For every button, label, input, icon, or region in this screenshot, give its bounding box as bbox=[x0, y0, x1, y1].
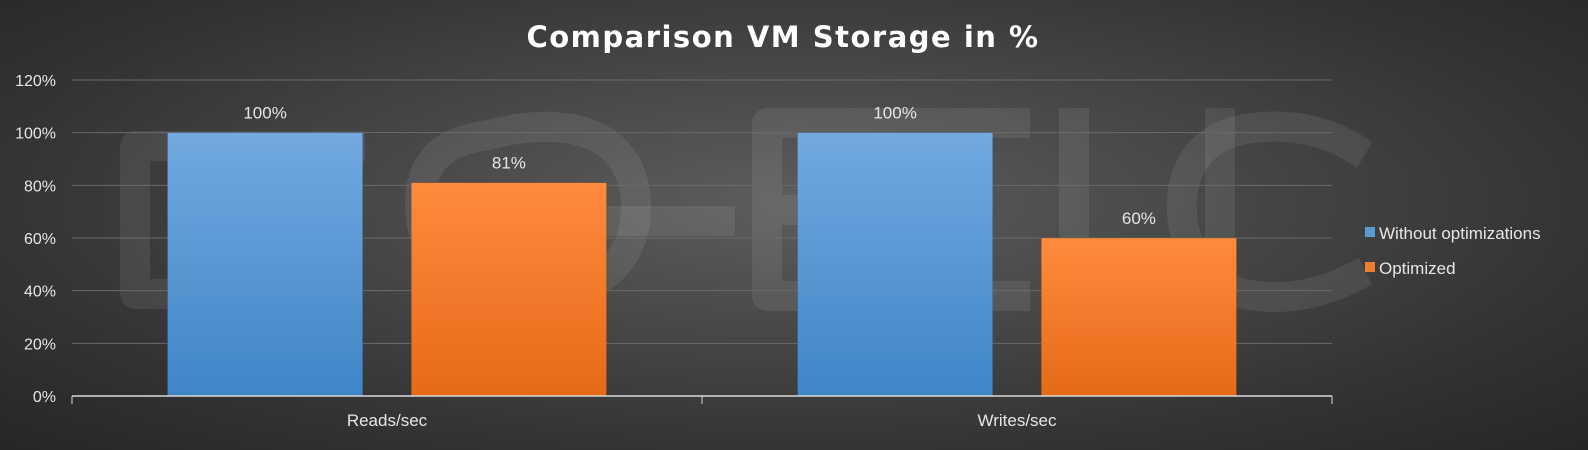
bar-optimized-reads-sec[interactable] bbox=[411, 182, 607, 397]
y-tick-label: 40% bbox=[24, 284, 56, 301]
y-tick-label: 60% bbox=[24, 231, 56, 248]
legend-label-without-optimizations: Without optimizations bbox=[1379, 224, 1541, 243]
legend-swatch-optimized bbox=[1365, 262, 1375, 272]
data-label-without-optimizations-reads-sec: 100% bbox=[243, 104, 286, 123]
chart-title: Comparison VM Storage in % bbox=[526, 20, 1039, 54]
y-axis-tick-labels: 0% 20% 40% 60% 80% 100% 120% bbox=[15, 73, 56, 406]
legend[interactable]: Without optimizations Optimized bbox=[1365, 224, 1541, 278]
y-tick-label: 80% bbox=[24, 178, 56, 195]
y-tick-label: 0% bbox=[33, 389, 56, 406]
data-label-optimized-writes-sec: 60% bbox=[1122, 209, 1156, 228]
y-tick-label: 20% bbox=[24, 336, 56, 353]
bars bbox=[167, 132, 1237, 397]
y-tick-label: 100% bbox=[15, 126, 56, 143]
category-label-writes: Writes/sec bbox=[977, 411, 1057, 430]
category-label-reads: Reads/sec bbox=[347, 411, 428, 430]
data-label-without-optimizations-writes-sec: 100% bbox=[873, 104, 916, 123]
legend-swatch-without-optimizations bbox=[1365, 227, 1375, 237]
y-tick-label: 120% bbox=[15, 73, 56, 90]
data-labels: 100% 81% 100% 60% bbox=[243, 104, 1156, 228]
bar-without-optimizations-reads-sec[interactable] bbox=[167, 132, 363, 397]
bar-optimized-writes-sec[interactable] bbox=[1041, 237, 1237, 397]
data-label-optimized-reads-sec: 81% bbox=[492, 154, 526, 173]
x-axis-tick-marks bbox=[71, 396, 1333, 404]
bar-without-optimizations-writes-sec[interactable] bbox=[797, 132, 993, 397]
legend-label-optimized: Optimized bbox=[1379, 259, 1456, 278]
